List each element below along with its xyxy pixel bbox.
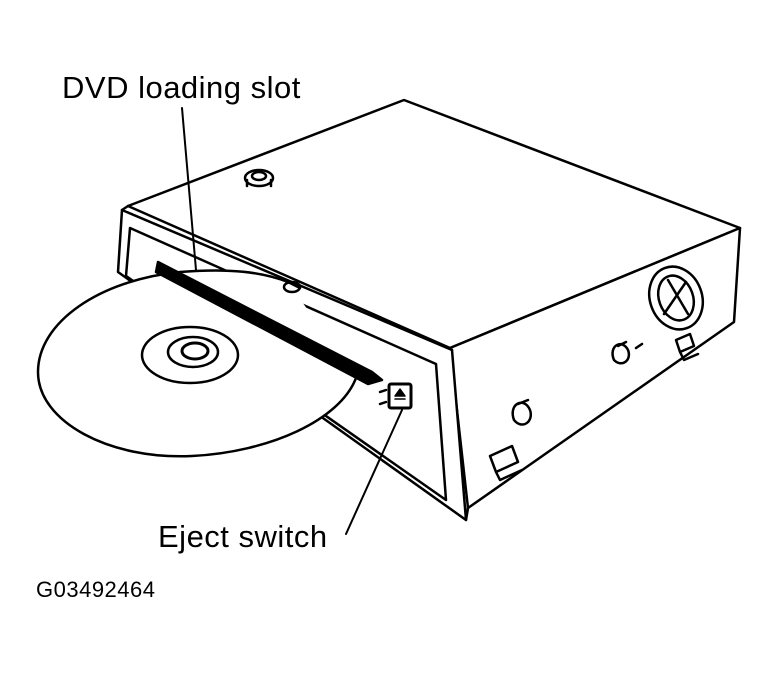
disc-hub-ring: [168, 337, 218, 367]
loading-slot-label: DVD loading slot: [62, 70, 301, 105]
figure-code: G03492464: [36, 577, 156, 602]
top-screw: [245, 170, 273, 186]
side-bracket-upper: [676, 334, 698, 360]
disc-center-hole: [182, 343, 208, 359]
side-connector-upper: [613, 342, 642, 363]
slot-leader-line: [182, 108, 196, 270]
dvd-disc: [38, 270, 356, 456]
loading-slot: [156, 262, 382, 384]
disc-label-ring: [142, 327, 238, 383]
eject-icon: [395, 389, 405, 399]
front-screw: [284, 282, 300, 292]
eject-leader-line: [346, 410, 402, 534]
eject-switch-label: Eject switch: [158, 519, 328, 554]
side-connector-lower: [513, 400, 531, 425]
side-vent: [641, 259, 712, 337]
side-bracket-lower: [490, 446, 522, 480]
unit-side-face: [450, 228, 740, 508]
